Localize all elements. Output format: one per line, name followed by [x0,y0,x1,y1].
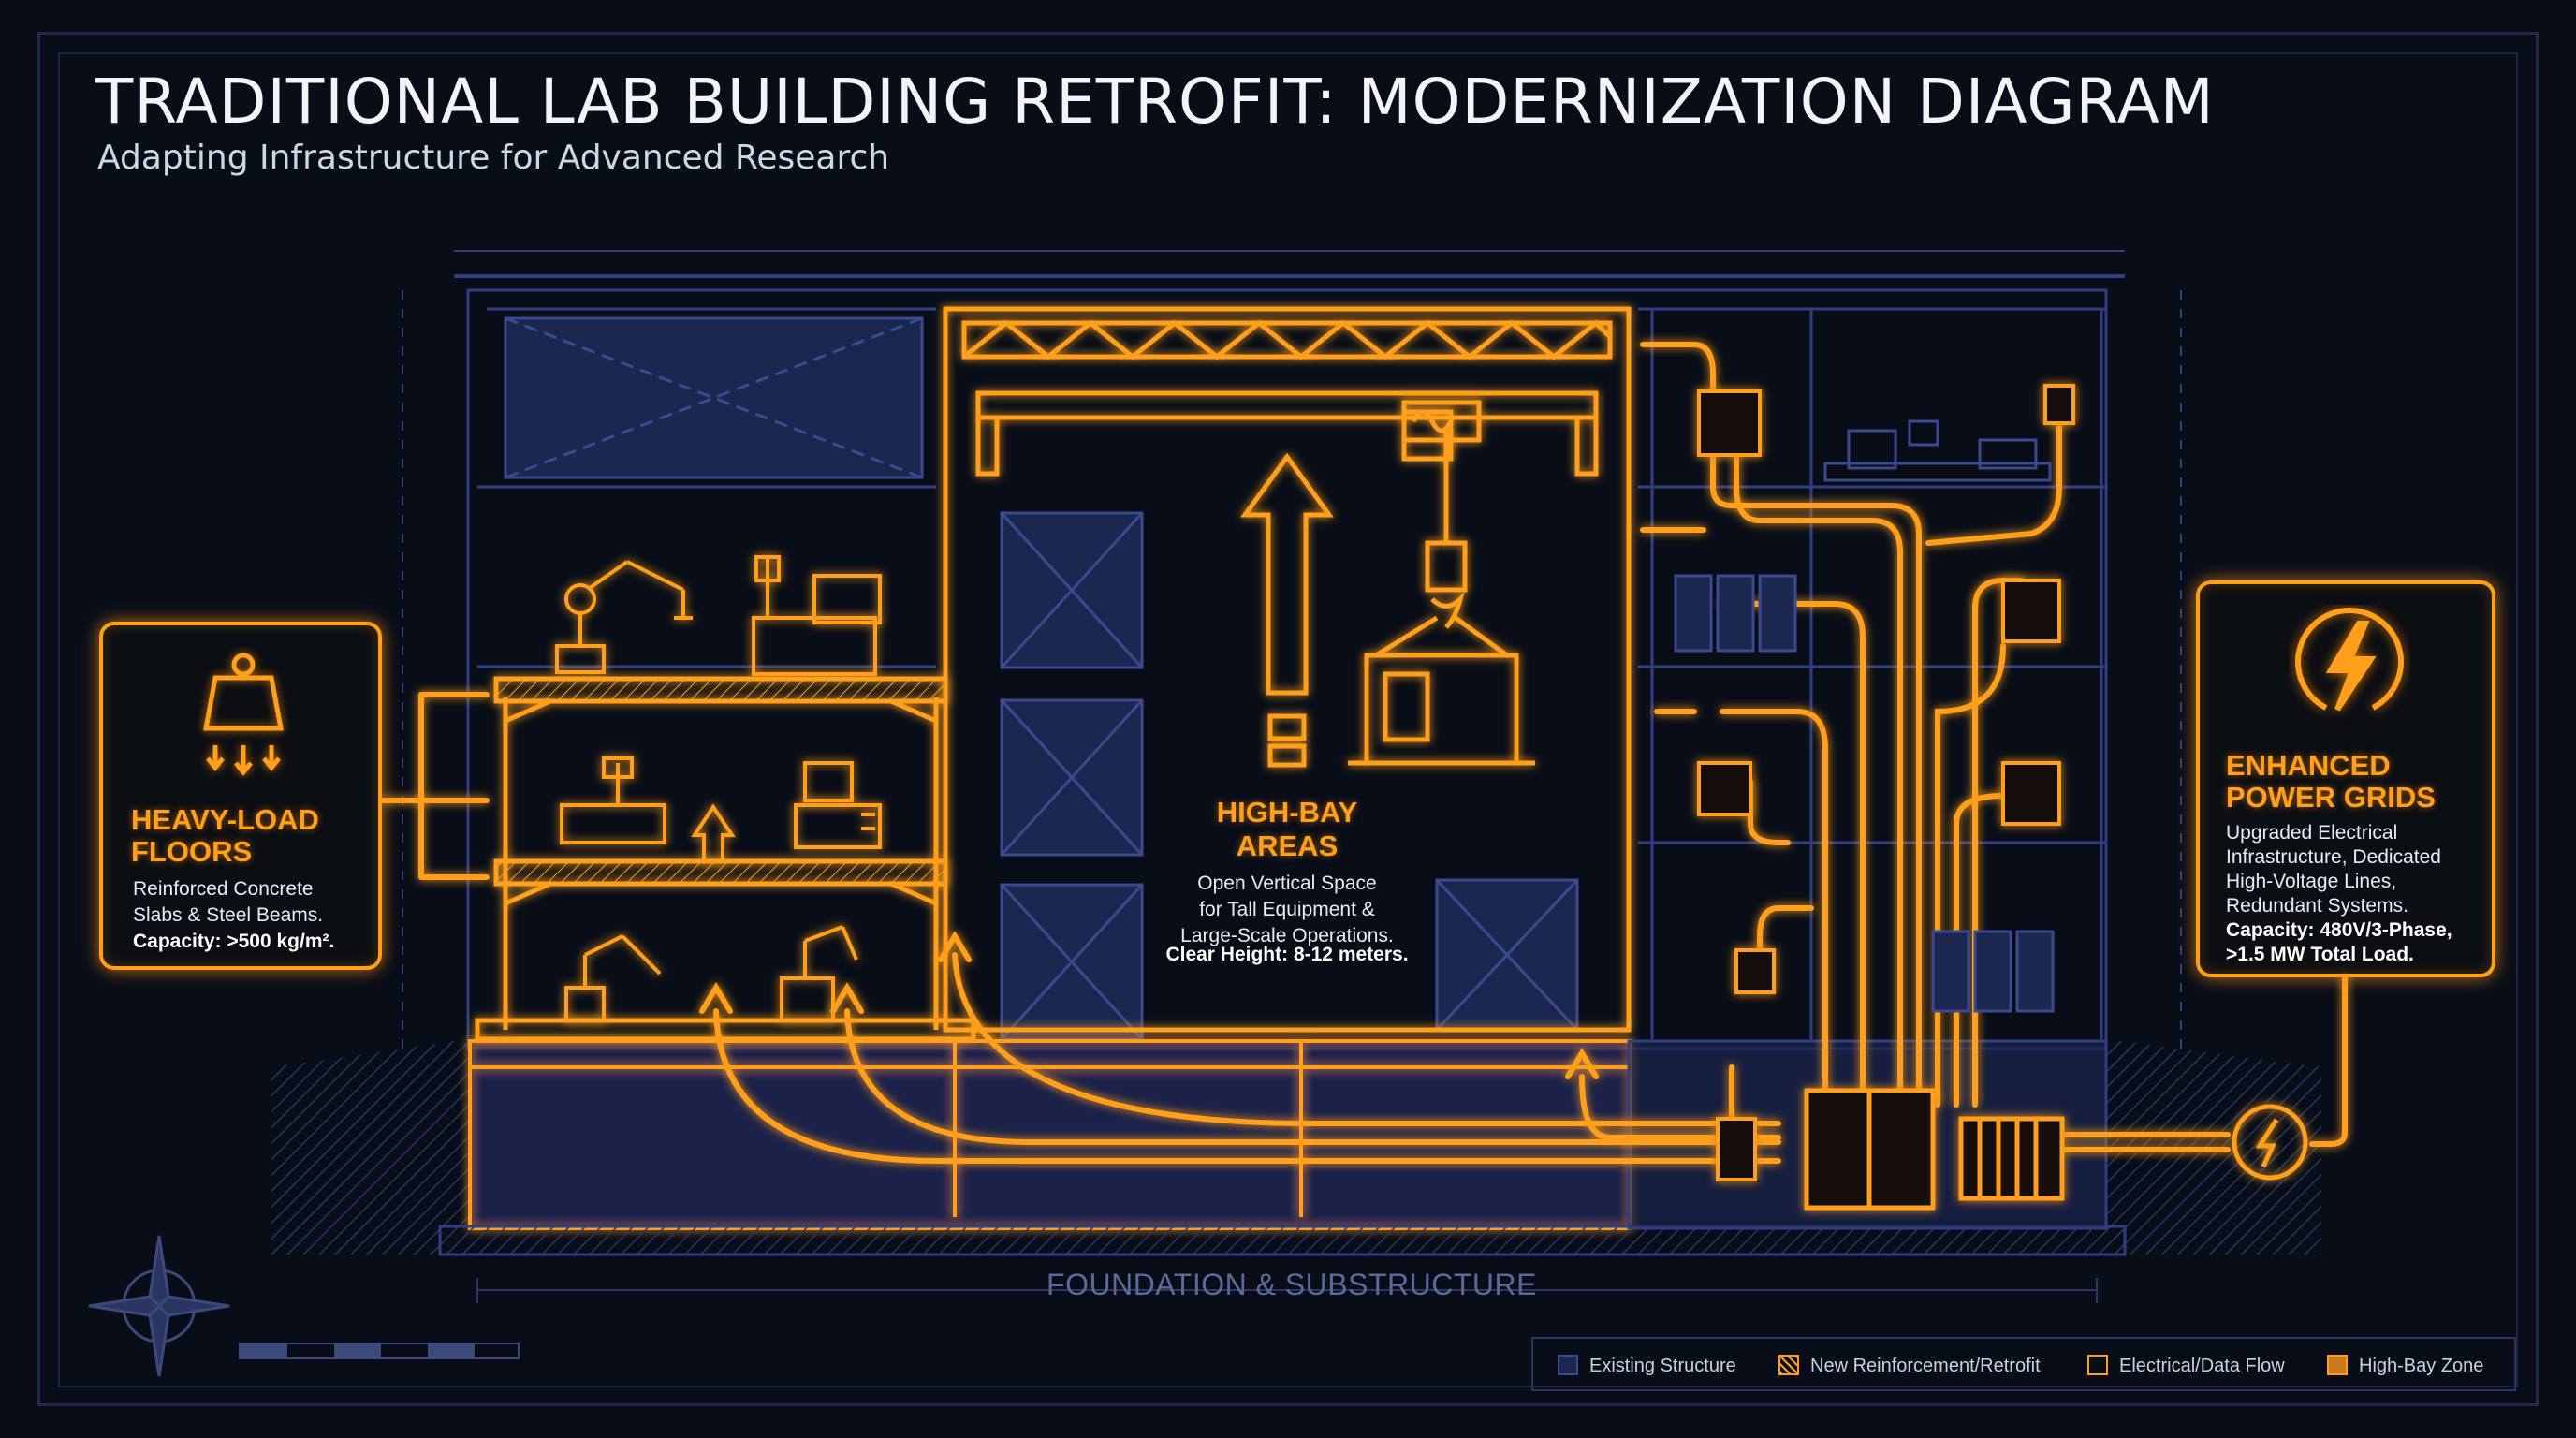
heavy-load-floor-frame [475,676,976,1042]
scale-bar [239,1343,520,1359]
dimension-line [476,1278,2098,1303]
heavy-load-heading-2: FLOORS [131,835,253,868]
foundation-label: FOUNDATION & SUBSTRUCTURE [1046,1268,1537,1301]
page-title: TRADITIONAL LAB BUILDING RETROFIT: MODER… [95,66,2215,138]
outer-frame [37,32,2539,1406]
foundation [468,1039,1632,1230]
legend-label-existing: Existing Structure [1589,1356,1736,1376]
lab-bench-icons [1823,419,2052,482]
high-bay-heading-2: AREAS [1236,829,1339,862]
overhead-crane-icon [943,306,1632,1033]
high-bay-text-3: Large-Scale Operations. [1180,925,1394,946]
high-bay-description: Open Vertical Space for Tall Equipment &… [1142,871,1432,949]
computer-workstation-icon [794,761,882,849]
power-text-1: Upgraded Electrical [2226,822,2398,844]
power-capacity-1: Capacity: 480V/3-Phase, [2226,919,2452,941]
heavy-load-callout: HEAVY-LOAD FLOORS Reinforced Concrete Sl… [99,622,382,970]
legend-swatch-electrical [2087,1355,2108,1375]
page-subtitle: Adapting Infrastructure for Advanced Res… [97,139,890,177]
compass-rose-icon [88,1235,230,1377]
power-text-4: Redundant Systems. [2226,895,2408,917]
heavy-load-capacity: Capacity: >500 kg/m². [133,931,335,952]
server-rack-icon [1674,574,2055,1013]
legend-swatch-existing [1558,1355,1578,1375]
legend-swatch-retrofit [1778,1355,1799,1375]
legend-label-retrofit: New Reinforcement/Retrofit [1810,1356,2041,1376]
transformer-icon [1958,1116,2065,1201]
power-text-3: High-Voltage Lines, [2226,871,2397,892]
power-source-icon [2232,1104,2308,1181]
heavy-load-heading-1: HEAVY-LOAD [131,803,319,836]
switchgear-icon [1804,1088,1936,1211]
high-bay-clear-height: Clear Height: 8-12 meters. [1165,944,1409,965]
existing-structure [402,250,2182,1050]
cnc-machine-icon [560,555,882,844]
high-bay-heading-1: HIGH-BAY [1216,796,1358,829]
electrical-panel-icon [1697,384,2075,1181]
high-bay-heading: HIGH-BAY AREAS [1161,796,1413,863]
legend-swatch-high-bay [2327,1355,2348,1375]
floor-up-arrow [691,803,736,863]
vertical-arrow [1240,452,1334,768]
heavy-load-text-1: Reinforced Concrete [133,878,314,900]
power-heading-2: POWER GRIDS [2226,781,2436,814]
power-heading-1: ENHANCED [2226,749,2391,782]
high-bay-storage-crates [1000,511,1579,1041]
power-grid-callout: ENHANCED POWER GRIDS Upgraded Electrical… [2196,580,2496,977]
high-bay-text-1: Open Vertical Space [1197,873,1377,894]
legend-label-high-bay: High-Bay Zone [2359,1356,2484,1376]
power-text-2: Infrastructure, Dedicated [2226,846,2441,868]
weight-icon [202,653,285,777]
lightning-bolt-icon [2295,608,2404,712]
high-bay-text-2: for Tall Equipment & [1199,899,1375,920]
heavy-load-text-2: Slabs & Steel Beams. [133,904,324,926]
legend-label-electrical: Electrical/Data Flow [2119,1356,2285,1376]
inner-frame [58,52,2518,1387]
robot-arm-icon [555,560,858,1022]
legend: Existing Structure New Reinforcement/Ret… [1531,1337,2516,1391]
power-capacity-2: >1.5 MW Total Load. [2226,944,2414,965]
